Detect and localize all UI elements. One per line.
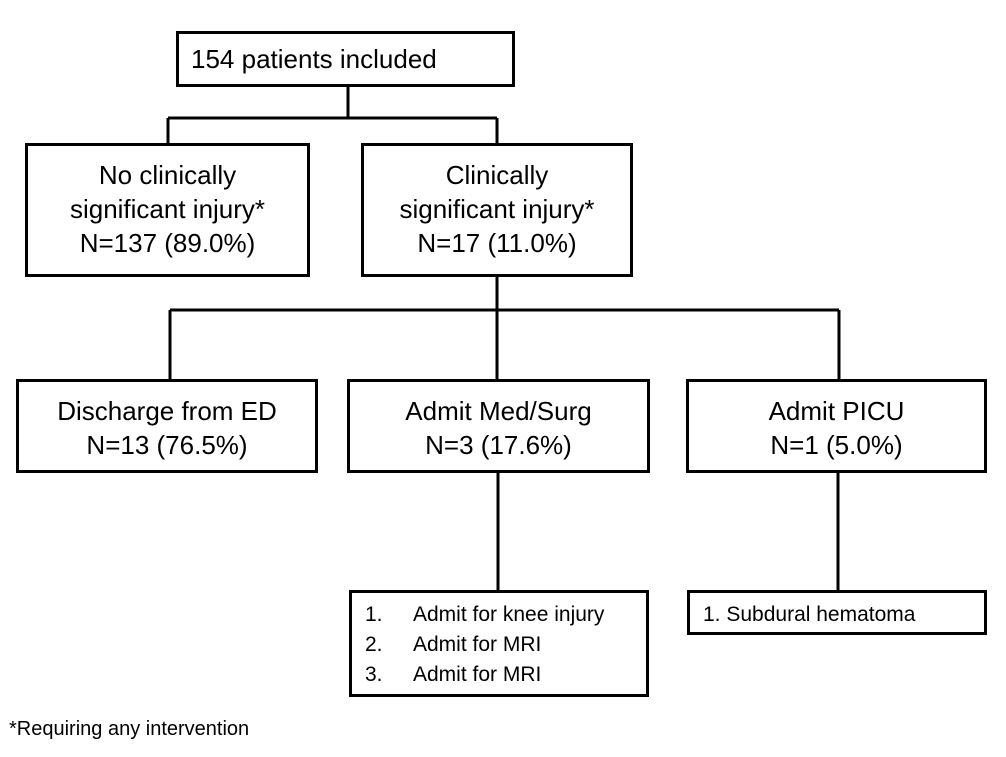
medsurg-detail-box: 1. Admit for knee injury 2. Admit for MR… — [349, 590, 649, 697]
injury-count: N=17 (11.0%) — [417, 228, 577, 258]
list-item-text: Admit for MRI — [413, 633, 542, 656]
connector-root-to-level1 — [166, 87, 499, 143]
root-box: 154 patients included — [176, 31, 515, 87]
list-item: 3. Admit for MRI — [352, 660, 646, 690]
no-significant-injury-box: No clinically significant injury* N=137 … — [25, 143, 310, 277]
admit-medsurg-box: Admit Med/Surg N=3 (17.6%) — [347, 379, 650, 473]
list-item-number: 2. — [365, 633, 383, 656]
picu-count: N=1 (5.0%) — [770, 430, 903, 460]
list-item: 2. Admit for MRI — [352, 630, 646, 660]
injury-line-2: significant injury* — [399, 194, 595, 224]
root-text: 154 patients included — [191, 44, 437, 74]
significant-injury-box: Clinically significant injury* N=17 (11.… — [361, 143, 633, 277]
discharge-box: Discharge from ED N=13 (76.5%) — [16, 379, 318, 473]
list-item-number: 1. — [365, 603, 383, 626]
picu-detail-text: 1. Subdural hematoma — [703, 603, 916, 626]
discharge-label: Discharge from ED — [57, 396, 277, 426]
picu-label: Admit PICU — [768, 396, 905, 426]
medsurg-count: N=3 (17.6%) — [425, 430, 572, 460]
picu-detail-box: 1. Subdural hematoma — [687, 590, 987, 635]
no-injury-line-2: significant injury* — [69, 194, 266, 224]
footnote: *Requiring any intervention — [9, 718, 250, 740]
connector-injury-to-level2 — [168, 277, 841, 379]
list-item-text: Admit for knee injury — [413, 603, 605, 626]
no-injury-count: N=137 (89.0%) — [79, 228, 256, 258]
medsurg-label: Admit Med/Surg — [405, 396, 592, 426]
no-injury-line-1: No clinically — [98, 160, 237, 190]
injury-line-1: Clinically — [445, 160, 549, 190]
discharge-count: N=13 (76.5%) — [86, 430, 248, 460]
list-item: 1. Admit for knee injury — [352, 600, 646, 630]
list-item-number: 3. — [365, 663, 383, 686]
admit-picu-box: Admit PICU N=1 (5.0%) — [686, 379, 987, 473]
list-item-text: Admit for MRI — [413, 663, 542, 686]
